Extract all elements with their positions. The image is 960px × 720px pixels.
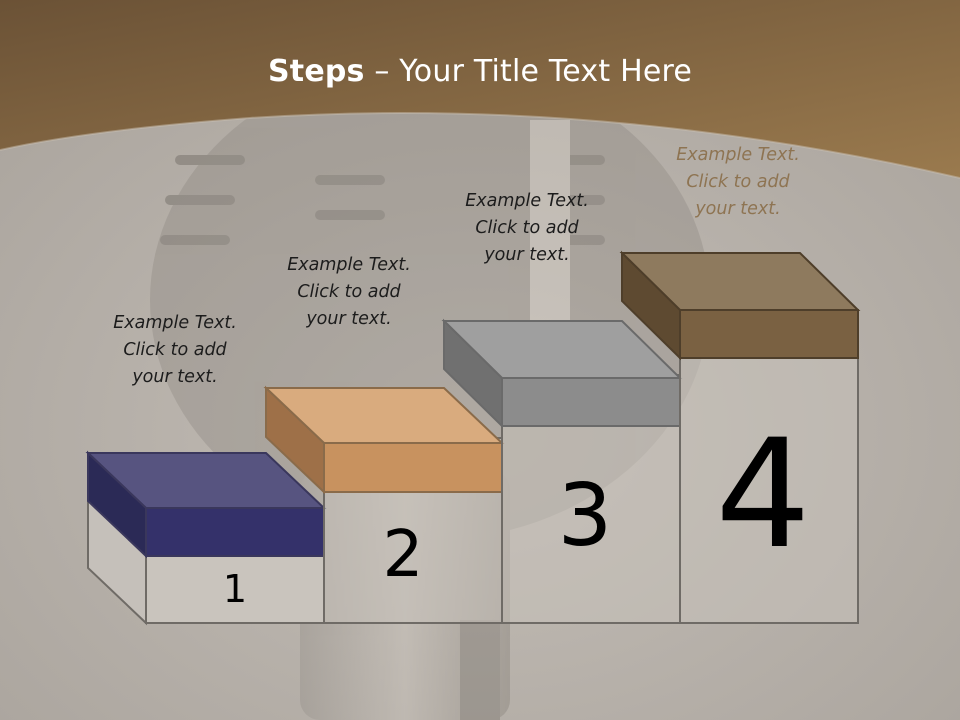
caption-line: Example Text. — [676, 145, 800, 165]
step-3-caption[interactable]: Example Text. Click to add your text. — [432, 188, 622, 269]
caption-line: Click to add — [123, 340, 227, 360]
caption-line: Click to add — [475, 218, 579, 238]
caption-line: Click to add — [686, 172, 790, 192]
step-2-caption[interactable]: Example Text. Click to add your text. — [254, 252, 444, 333]
title-rest: – Your Title Text Here — [364, 54, 693, 89]
slide-title[interactable]: Steps – Your Title Text Here — [0, 54, 960, 89]
caption-line: Example Text. — [287, 255, 411, 275]
step-4-block — [619, 250, 861, 624]
caption-line: your text. — [306, 309, 392, 329]
step-4-caption[interactable]: Example Text. Click to add your text. — [643, 142, 833, 223]
step-1-caption[interactable]: Example Text. Click to add your text. — [80, 310, 270, 391]
step-1-number: 1 — [222, 567, 248, 611]
caption-line: your text. — [484, 245, 570, 265]
caption-line: Example Text. — [465, 191, 589, 211]
caption-line: your text. — [132, 367, 218, 387]
title-bold-part: Steps — [267, 54, 365, 89]
caption-line: Example Text. — [113, 313, 237, 333]
step-3-block — [441, 318, 683, 624]
step-2-number: 2 — [382, 518, 424, 592]
step-3-number: 3 — [557, 466, 613, 566]
caption-line: your text. — [695, 199, 781, 219]
caption-line: Click to add — [297, 282, 401, 302]
step-2-block — [263, 385, 505, 624]
step-4-number: 4 — [715, 408, 811, 582]
